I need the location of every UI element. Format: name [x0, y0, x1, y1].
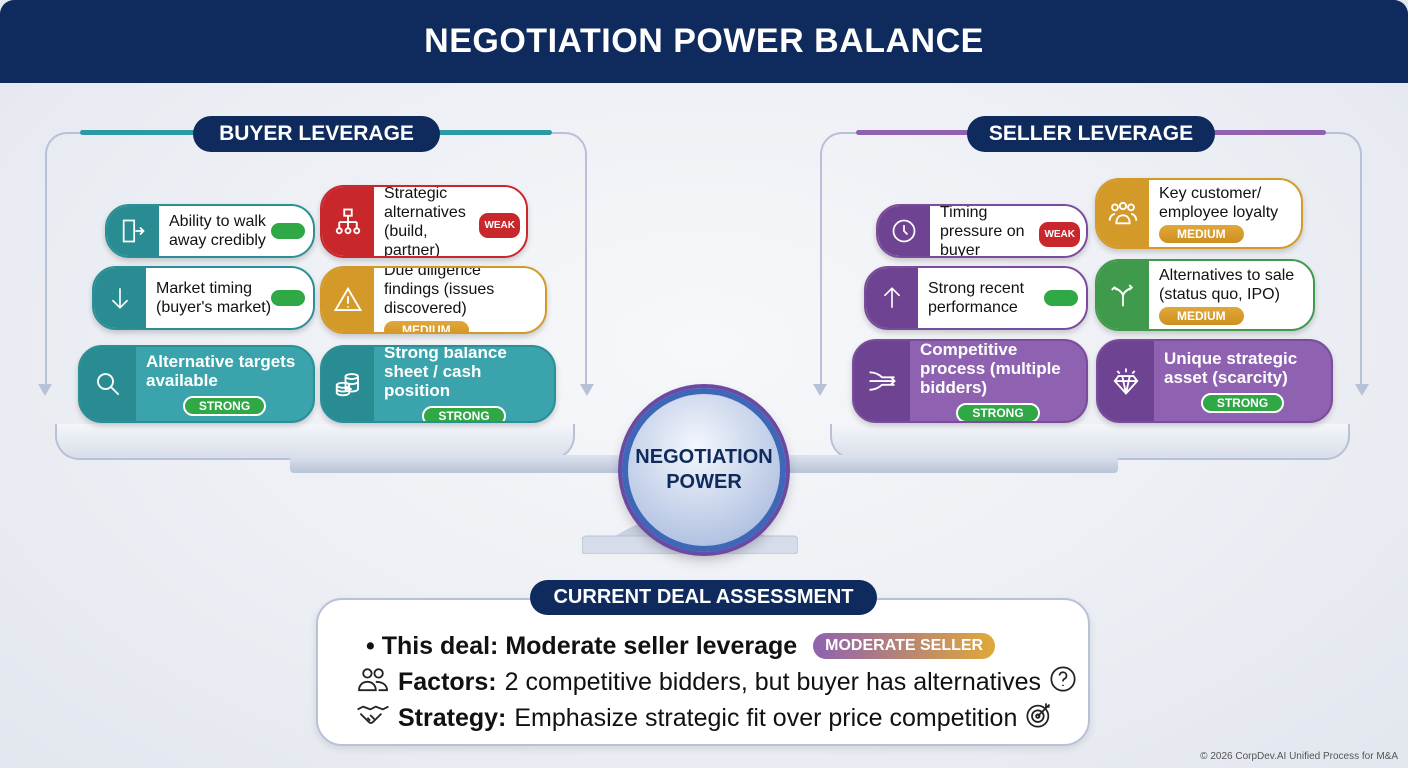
- card-text: Timing pressure on buyer: [940, 204, 1025, 258]
- seller-card-unique-asset: Unique strategic asset (scarcity) STRONG: [1096, 339, 1333, 423]
- buyer-card-walk-away: Ability to walk away credibly: [105, 204, 315, 258]
- buyer-card-strategic-alternatives: Strategic alternatives (build, partner) W…: [320, 185, 528, 258]
- header: NEGOTIATION POWER BALANCE: [0, 0, 1408, 83]
- card-text: Strong recent performance: [928, 280, 1025, 316]
- diamond-icon: [1098, 341, 1154, 421]
- card-text: Competitive process (multiple bidders): [920, 339, 1061, 397]
- card-text: Unique strategic asset (scarcity): [1164, 349, 1298, 387]
- arrow-down-icon: [38, 384, 52, 396]
- card-text: Alternatives to sale (status quo, IPO): [1159, 266, 1295, 303]
- medium-badge: MEDIUM: [384, 321, 469, 332]
- exit-door-icon: [107, 206, 159, 256]
- factors-label: Factors:: [398, 667, 497, 696]
- strong-badge: STRONG: [956, 402, 1040, 421]
- warning-icon: [322, 268, 374, 332]
- arrow-up-icon: [866, 268, 918, 328]
- buyer-card-due-diligence: Due diligence findings (issues discovere…: [320, 266, 547, 334]
- arrow-down-icon: [580, 384, 594, 396]
- card-text: Market timing (buyer's market): [156, 280, 272, 316]
- strong-badge: STRONG: [1200, 393, 1285, 413]
- card-text: Due diligence findings (issues discovere…: [384, 266, 495, 317]
- split-arrow-icon: [1097, 261, 1149, 329]
- card-text: Key customer/ employee loyalty: [1159, 185, 1279, 221]
- strategy-text: Emphasize strategic fit over price compe…: [514, 703, 1018, 732]
- arrows-icon: [854, 341, 910, 421]
- seller-card-alternatives-to-sale: Alternatives to sale (status quo, IPO) ME…: [1095, 259, 1315, 331]
- clock-icon: [878, 206, 930, 256]
- buyer-card-market-timing: Market timing (buyer's market): [92, 266, 315, 330]
- strong-badge: STRONG: [182, 396, 267, 416]
- weak-badge: WEAK: [1039, 222, 1080, 247]
- magnifier-icon: [80, 347, 136, 421]
- green-indicator: [1044, 290, 1078, 306]
- arrow-down-icon: [813, 384, 827, 396]
- target-icon: [1025, 701, 1053, 736]
- deal-summary: • This deal: Moderate seller leverage: [366, 631, 798, 660]
- weak-badge: WEAK: [479, 212, 520, 238]
- medium-badge: MEDIUM: [1159, 225, 1244, 243]
- seller-leverage-title: SELLER LEVERAGE: [967, 116, 1215, 152]
- deal-assessment-panel: • This deal: Moderate seller leverage MOD…: [316, 598, 1090, 746]
- moderate-seller-badge: MODERATE SELLER: [813, 633, 996, 659]
- handshake-icon: [356, 701, 390, 736]
- people-icon: [356, 665, 390, 700]
- buyer-leverage-title: BUYER LEVERAGE: [193, 116, 440, 152]
- strategy-label: Strategy:: [398, 703, 507, 732]
- card-text: Strategic alternatives (build, partner): [384, 185, 466, 258]
- green-indicator: [271, 290, 305, 306]
- question-icon: [1049, 665, 1077, 700]
- hub-line-2: POWER: [666, 471, 742, 493]
- card-text: Alternative targets available: [146, 352, 296, 390]
- org-chart-icon: [322, 187, 374, 256]
- seller-card-competitive-process: Competitive process (multiple bidders) ST…: [852, 339, 1088, 423]
- seller-card-recent-performance: Strong recent performance: [864, 266, 1088, 330]
- green-indicator: [271, 223, 305, 239]
- arrow-down-icon: [1355, 384, 1369, 396]
- card-text: Ability to walk away credibly: [169, 213, 266, 249]
- footer-copyright: © 2026 CorpDev.AI Unified Process for M&…: [1200, 751, 1398, 762]
- seller-card-timing-pressure: Timing pressure on buyer WEAK: [876, 204, 1088, 258]
- assessment-title: CURRENT DEAL ASSESSMENT: [530, 580, 877, 615]
- factors-text: 2 competitive bidders, but buyer has alt…: [504, 667, 1042, 696]
- page-title: NEGOTIATION POWER BALANCE: [424, 22, 984, 60]
- negotiation-power-hub: NEGOTIATION POWER: [622, 388, 786, 552]
- coins-icon: [322, 347, 374, 421]
- arrow-down-icon: [94, 268, 146, 328]
- hub-line-1: NEGOTIATION: [635, 446, 773, 468]
- people-icon: [1097, 180, 1149, 247]
- medium-badge: MEDIUM: [1159, 306, 1244, 325]
- strong-badge: STRONG: [422, 405, 506, 421]
- card-text: Strong balance sheet / cash position: [384, 345, 507, 400]
